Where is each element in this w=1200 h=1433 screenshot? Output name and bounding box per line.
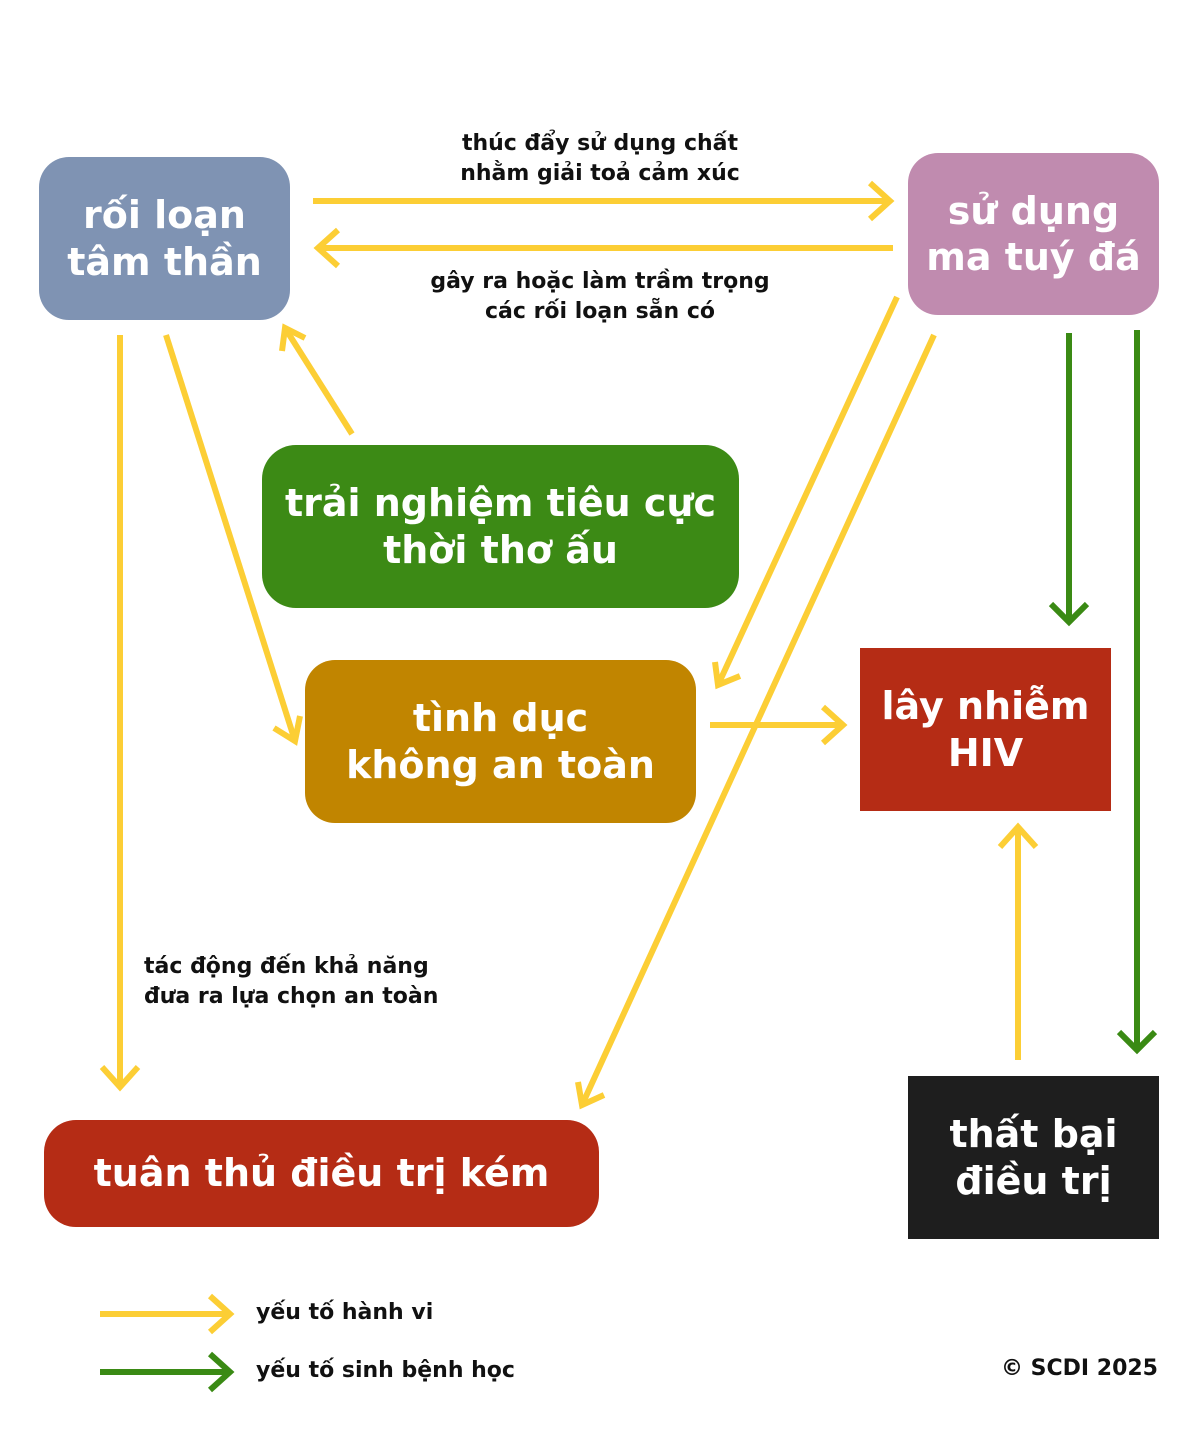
label-impact-line1: tác động đến khả năng — [144, 954, 429, 979]
node-mental-disorder-line2: tâm thần — [67, 239, 262, 284]
arrow-drug-to-failure — [1116, 330, 1158, 1055]
arrow-drug-to-adherence — [575, 333, 937, 1110]
node-unsafe-sex-line1: tình dục — [412, 696, 589, 741]
label-promote-drug-use: thúc đẩy sử dụng chất nhằm giải toả cảm … — [400, 129, 800, 188]
node-drug-use-line2: ma tuý đá — [926, 235, 1141, 279]
label-cause-line1: gây ra hoặc làm trầm trọng — [430, 269, 770, 294]
arrow-mental-to-drug — [313, 180, 895, 222]
legend-biological-label: yếu tố sinh bệnh học — [256, 1358, 515, 1383]
arrow-mental-to-adherence — [99, 335, 141, 1092]
legend-biological-arrow — [100, 1351, 235, 1393]
arrow-drug-to-hiv — [1048, 333, 1090, 627]
arrow-drug-to-mental — [313, 227, 893, 269]
node-hiv-infection: lây nhiễm HIV — [860, 648, 1111, 811]
node-mental-disorder: rối loạn tâm thần — [39, 157, 290, 320]
label-impact-line2: đưa ra lựa chọn an toàn — [144, 983, 439, 1009]
node-hiv-line2: HIV — [947, 730, 1024, 775]
node-treatment-failure: thất bại điều trị — [908, 1076, 1159, 1239]
arrow-mental-to-unsafe-sex — [163, 334, 303, 746]
node-drug-use-line1: sử dụng — [947, 188, 1120, 233]
node-unsafe-sex-line2: không an toàn — [346, 742, 655, 787]
node-unsafe-sex: tình dục không an toàn — [305, 660, 696, 823]
node-failure-line2: điều trị — [955, 1158, 1112, 1203]
legend-behavioral-arrow — [100, 1293, 235, 1335]
node-childhood-line1: trải nghiệm tiêu cực — [284, 481, 717, 526]
label-promote-line1: thúc đẩy sử dụng chất — [461, 131, 739, 156]
legend-behavioral-label: yếu tố hành vi — [256, 1300, 434, 1325]
node-hiv-line1: lây nhiễm — [881, 684, 1090, 729]
arrow-drug-to-unsafe-sex — [712, 295, 900, 690]
node-childhood-line2: thời thơ ấu — [383, 527, 618, 572]
node-drug-use: sử dụng ma tuý đá — [908, 153, 1159, 315]
node-poor-adherence: tuân thủ điều trị kém — [44, 1120, 599, 1227]
copyright: © SCDI 2025 — [1001, 1356, 1158, 1381]
arrow-childhood-to-mental — [279, 323, 355, 436]
node-mental-disorder-line1: rối loạn — [83, 193, 246, 238]
label-promote-line2: nhằm giải toả cảm xúc — [460, 160, 740, 186]
label-impact-safe-choices: tác động đến khả năng đưa ra lựa chọn an… — [144, 952, 438, 1011]
node-failure-line1: thất bại — [949, 1112, 1118, 1157]
arrow-failure-to-hiv — [997, 822, 1039, 1060]
node-adherence-line1: tuân thủ điều trị kém — [93, 1151, 550, 1196]
arrow-unsafe-sex-to-hiv — [710, 704, 848, 746]
node-childhood-adversity: trải nghiệm tiêu cực thời thơ ấu — [262, 445, 739, 608]
label-cause-line2: các rối loạn sẵn có — [485, 298, 715, 324]
label-cause-disorders: gây ra hoặc làm trầm trọng các rối loạn … — [400, 267, 800, 326]
